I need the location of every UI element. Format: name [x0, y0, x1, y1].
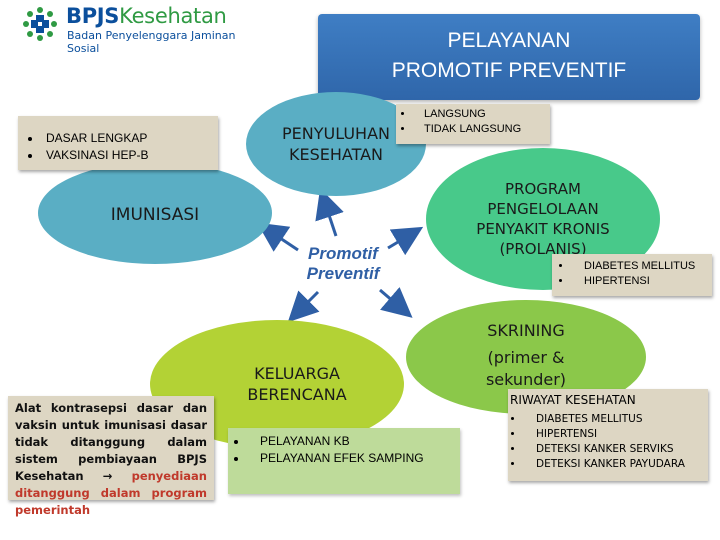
- penyuluhan-line-1: PENYULUHAN: [282, 124, 390, 143]
- riwayat-item-4: DETEKSI KANKER PAYUDARA: [524, 457, 708, 472]
- prolanis-line-4: (PROLANIS): [499, 240, 587, 258]
- bpjs-logo-icon: [23, 7, 57, 41]
- kontrasepsi-note: Alat kontrasepsi dasar dan vaksin untuk …: [8, 396, 214, 517]
- note-text-red: penyediaan ditanggung dalam program peme…: [15, 469, 207, 517]
- logo: BPJSKesehatan Badan Penyelenggara Jamina…: [10, 4, 240, 55]
- prolanis-line-2: PENGELOLAAN: [487, 200, 599, 218]
- imunisasi-item-1: DASAR LENGKAP: [42, 130, 218, 147]
- skrining-line-1: SKRINING: [487, 321, 565, 340]
- prolanis-line-1: PROGRAM: [505, 180, 581, 198]
- center-label: Promotif Preventif: [288, 244, 398, 284]
- penyuluhan-item-1: LANGSUNG: [414, 107, 550, 122]
- imunisasi-items-box: DASAR LENGKAP VAKSINASI HEP-B: [18, 116, 218, 170]
- logo-brand-main: BPJS: [66, 4, 120, 28]
- riwayat-item-3: DETEKSI KANKER SERVIKS: [524, 442, 708, 457]
- riwayat-item-1: DIABETES MELLITUS: [524, 412, 708, 427]
- kb-line-2: BERENCANA: [247, 385, 347, 404]
- kb-line-1: KELUARGA: [254, 364, 340, 383]
- logo-subtitle: Badan Penyelenggara Jaminan Sosial: [67, 29, 236, 55]
- prolanis-item-2: HIPERTENSI: [572, 274, 712, 289]
- center-line-1: Promotif: [308, 244, 378, 263]
- node-imunisasi: IMUNISASI: [38, 162, 272, 264]
- prolanis-items-box: DIABETES MELLITUS HIPERTENSI: [552, 254, 712, 296]
- riwayat-item-2: HIPERTENSI: [524, 427, 708, 442]
- penyuluhan-item-2: TIDAK LANGSUNG: [414, 122, 550, 137]
- page-title: PELAYANAN PROMOTIF PREVENTIF: [318, 14, 700, 100]
- logo-brand-accent: Kesehatan: [119, 4, 227, 28]
- skrining-line-2: (primer &: [487, 348, 565, 367]
- title-line-1: PELAYANAN: [447, 29, 571, 52]
- prolanis-item-1: DIABETES MELLITUS: [572, 259, 712, 274]
- note-text-black: Alat kontrasepsi dasar dan vaksin untuk …: [15, 401, 207, 483]
- prolanis-line-3: PENYAKIT KRONIS: [476, 220, 610, 238]
- arrow-to-prolanis: [387, 226, 424, 256]
- penyuluhan-line-2: KESEHATAN: [288, 145, 384, 164]
- kb-item-2: PELAYANAN EFEK SAMPING: [248, 450, 460, 467]
- penyuluhan-items-box: LANGSUNG TIDAK LANGSUNG: [396, 104, 550, 144]
- node-prolanis: PROGRAM PENGELOLAAN PENYAKIT KRONIS (PRO…: [426, 148, 660, 290]
- riwayat-box: RIWAYAT KESEHATAN DIABETES MELLITUS HIPE…: [508, 389, 708, 481]
- arrow-to-imunisasi: [257, 222, 299, 252]
- imunisasi-label: IMUNISASI: [110, 205, 200, 225]
- arrow-to-skrining: [379, 286, 413, 318]
- riwayat-title: RIWAYAT KESEHATAN: [510, 393, 636, 407]
- arrow-to-kb: [287, 290, 320, 323]
- arrow-to-penyuluhan: [315, 188, 344, 237]
- center-line-2: Preventif: [306, 264, 380, 283]
- kb-item-1: PELAYANAN KB: [248, 433, 460, 450]
- kb-items-box: PELAYANAN KB PELAYANAN EFEK SAMPING: [228, 428, 460, 494]
- title-line-2: PROMOTIF PREVENTIF: [391, 59, 627, 82]
- imunisasi-item-2: VAKSINASI HEP-B: [42, 147, 218, 164]
- skrining-line-3: sekunder): [485, 370, 567, 389]
